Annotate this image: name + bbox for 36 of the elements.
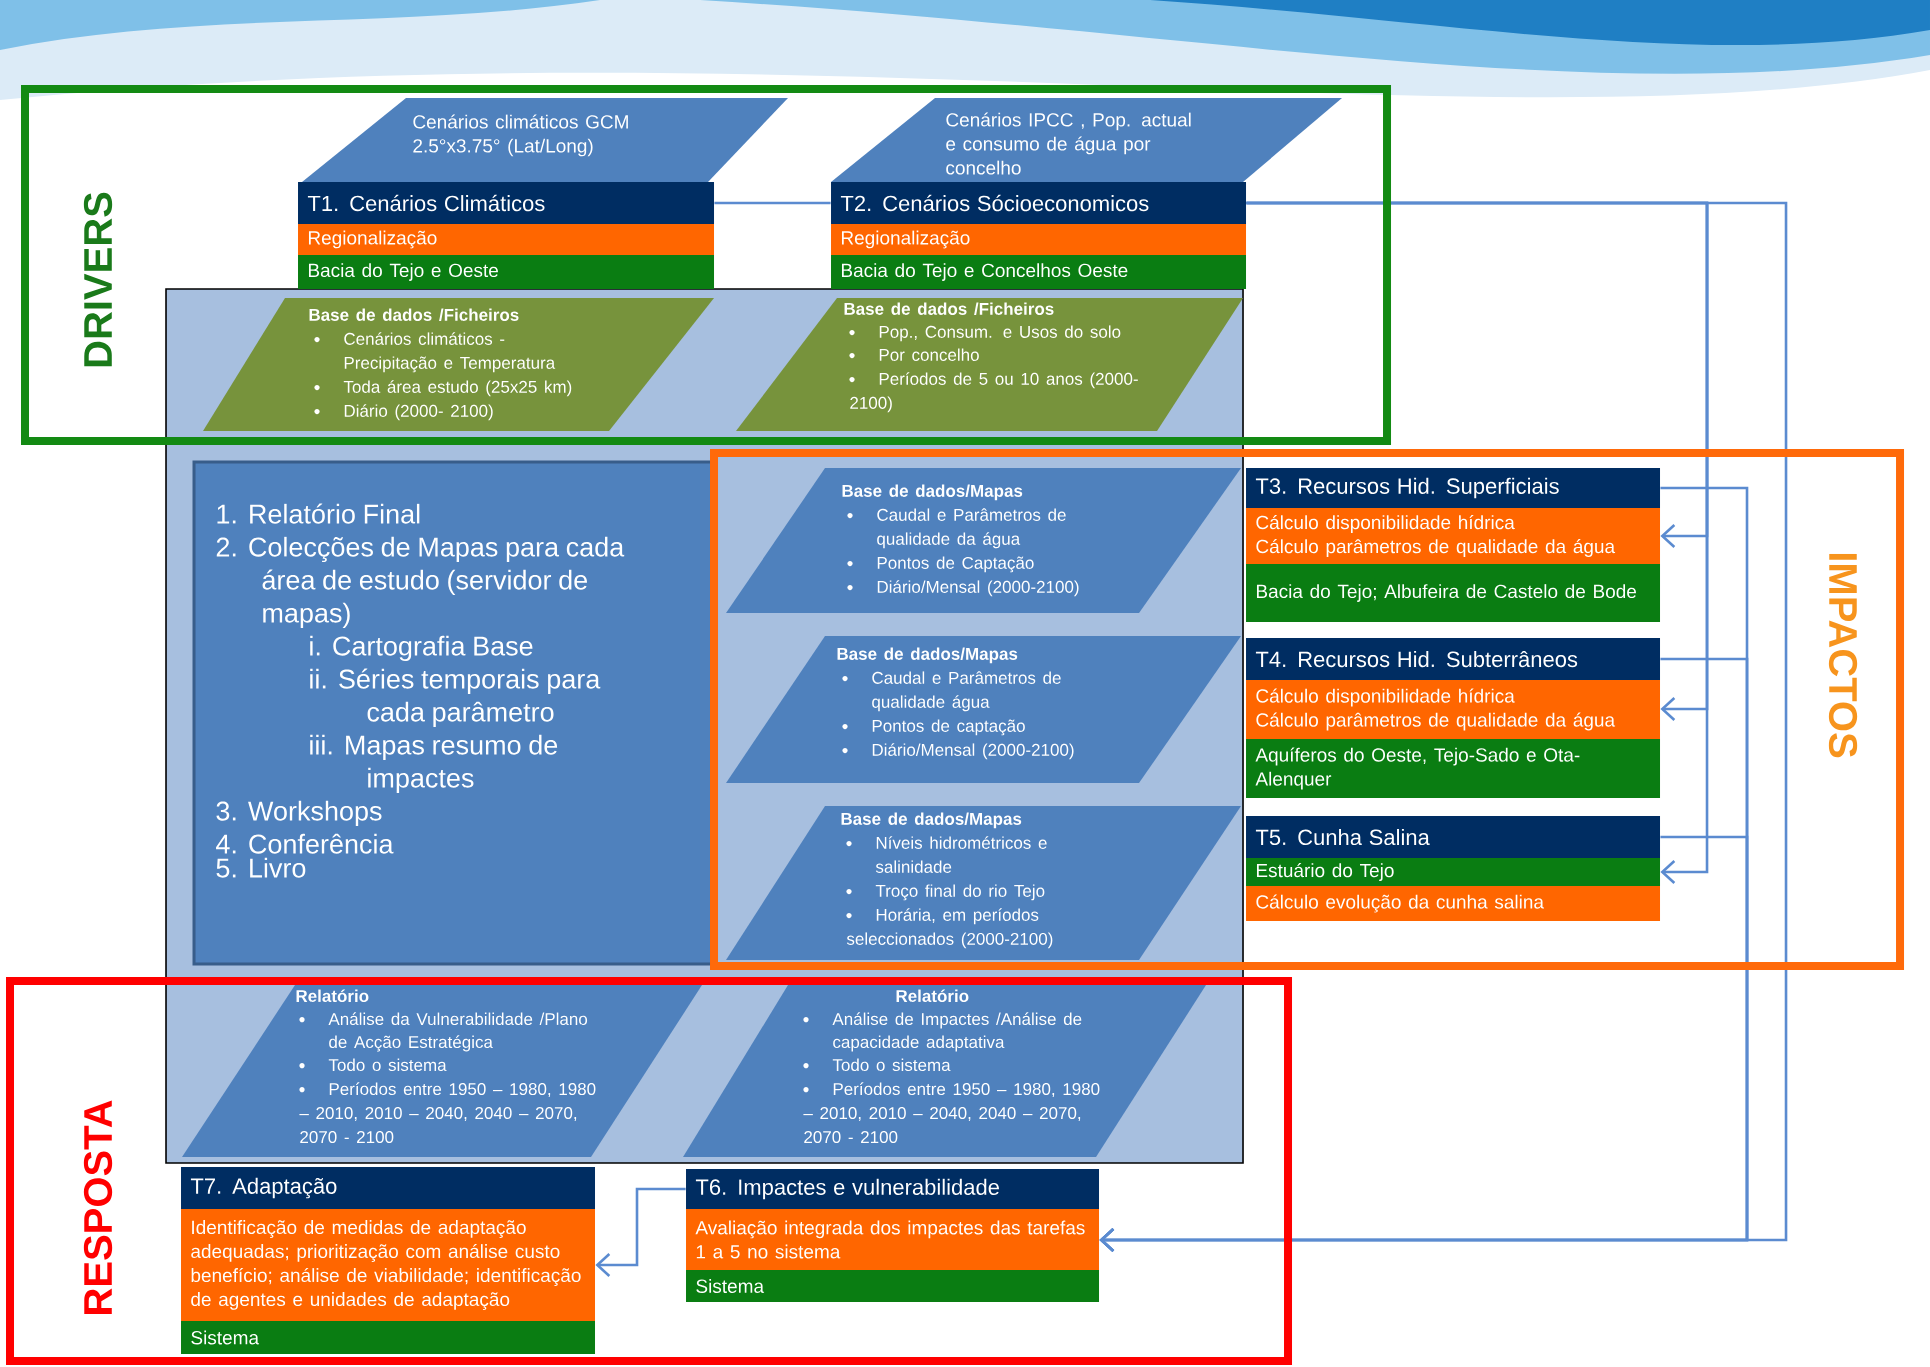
data-parallelogram: Base de dados/Mapas Caudal e Parâmetros de qualidade água Pontos de captação Diário/Mensal (2000-2100) <box>726 636 1241 783</box>
task-box: T6. Impactes e vulnerabilidade Avaliação integrada dos impactes das tarefas 1 a 5 no sistema Sistema <box>686 1169 1099 1302</box>
node-label: T4. Recursos Hid. Subterrâneos <box>1255 650 1578 668</box>
data-parallelogram: Base de dados /Ficheiros Cenários climáticos - Precipitação e Temperatura Toda área estudo (25x25 km) Diário (2000- 2100) <box>203 298 714 431</box>
section-label: DRIVERS <box>83 192 113 367</box>
section-label: IMPACTOS <box>1828 553 1858 758</box>
task-box: T3. Recursos Hid. Superficiais Cálculo disponibilidade hídrica Cálculo parâmetros de qualidade da água Bacia do Tejo; Albufeira de Castelo de Bode <box>1246 468 1660 622</box>
node-label: Cálculo disponibilidade hídrica <box>1256 515 1515 533</box>
data-parallelogram: Relatório Análise da Vulnerabilidade /Plano de Acção Estratégica Todo o sistema Períodos entre 1950 – 1980, 1980 – 2010, 2010 – 2040, 2040 – 2070, 2070 - 2100 <box>182 985 702 1157</box>
node-label: Bacia do Tejo e Oeste <box>308 263 498 281</box>
node-label: Cálculo parâmetros de qualidade da água <box>1256 539 1616 557</box>
data-parallelogram: Cenários climáticos GCM 2.5°x3.75° (Lat/Long) <box>302 98 788 182</box>
node-label: Cálculo disponibilidade hídrica <box>1256 688 1515 707</box>
task-box: T4. Recursos Hid. Subterrâneos Cálculo disponibilidade hídrica Cálculo parâmetros de qualidade da água Aquíferos do Oeste, Tejo-Sado e Ota-Alenquer <box>1246 638 1660 798</box>
node-label: Sistema <box>696 1279 765 1293</box>
node-label: Bacia do Tejo e Concelhos Oeste <box>841 263 1128 281</box>
node-label: T3. Recursos Hid. Superficiais <box>1255 477 1559 499</box>
data-parallelogram: Base de dados/Mapas Caudal e Parâmetros de qualidade da água Pontos de Captação Diário/Mensal (2000-2100) <box>726 468 1241 613</box>
task-box: T2. Cenários Sócioeconomicos Regionalização Bacia do Tejo e Concelhos Oeste <box>831 182 1246 289</box>
node-label: Estuário do Tejo <box>1256 863 1394 881</box>
task-box: T7. Adaptação Identificação de medidas de adaptação adequadas; prioritização com análise custo benefício; análise de viabilidade; identificação de agentes e unidades de adaptação Sistema <box>181 1167 595 1354</box>
node-label: Cálculo parâmetros de qualidade da água <box>1256 712 1616 731</box>
node-label: T6. Impactes e vulnerabilidade <box>695 1178 999 1200</box>
node-label: Regionalização <box>841 230 970 249</box>
node-label: Cálculo evolução da cunha salina <box>1256 894 1544 913</box>
task-box: T1. Cenários Climáticos Regionalização Bacia do Tejo e Oeste <box>298 182 714 289</box>
data-parallelogram: Base de dados /Ficheiros Pop., Consum. e Usos do solo Por concelho Períodos de 5 ou 10 anos (2000-2100) <box>736 298 1243 431</box>
node-label: Sistema <box>191 1330 260 1345</box>
deliverables-box: 1. Relatório Final 2. Colecções de Mapas para cada área de estudo (servidor de mapas) i. Cartografia Base ii. Séries temporais para cada parâmetro iii. Mapas resumo de impactes 3. Workshops 4. Conferência 5. Livro <box>192 460 714 966</box>
section-label: RESPOSTA <box>83 1100 113 1314</box>
data-parallelogram: Base de dados/Mapas Níveis hidrométricos e salinidade Troço final do rio Tejo Horária, em períodos seleccionados (2000-2100) <box>726 806 1241 960</box>
data-parallelogram: Cenários IPCC , Pop. actual e consumo de água por concelho <box>831 98 1342 182</box>
task-box: T5. Cunha Salina Estuário do Tejo Cálculo evolução da cunha salina <box>1246 816 1660 921</box>
data-parallelogram: Relatório Análise de Impactes /Análise de capacidade adaptativa Todo o sistema Períodos entre 1950 – 1980, 1980 – 2010, 2010 – 2040, 2040 – 2070, 2070 - 2100 <box>683 985 1206 1157</box>
node-label: Regionalização <box>308 230 437 249</box>
node-label: T7. Adaptação <box>190 1177 337 1199</box>
